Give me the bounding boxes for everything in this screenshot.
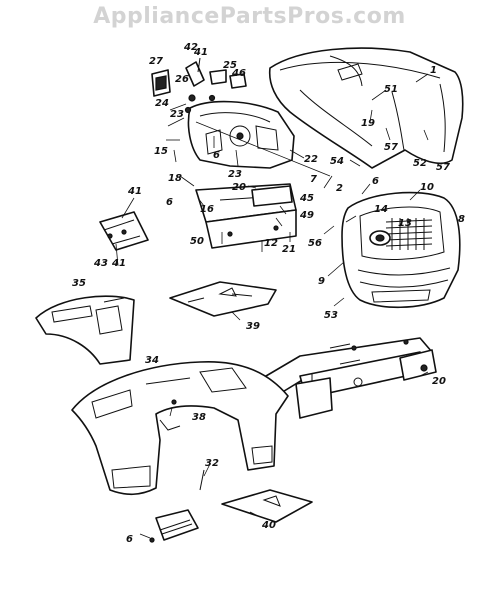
callout-40: 40 [261, 520, 276, 531]
callout-56: 56 [308, 238, 322, 249]
callout-9: 9 [318, 276, 325, 287]
floor-panel-39-part [169, 281, 277, 317]
callout-51: 51 [384, 84, 398, 95]
callout-16: 16 [200, 204, 214, 215]
callout-26: 26 [175, 74, 189, 85]
side-bracket-part [99, 211, 149, 251]
callout-23: 23 [170, 109, 184, 120]
callout-18: 18 [168, 173, 182, 184]
callout-6: 6 [166, 197, 173, 208]
callout-14: 14 [374, 204, 388, 215]
callout-6: 6 [213, 150, 220, 161]
callout-57: 57 [384, 142, 398, 153]
mud-flap-part [149, 469, 205, 543]
callout-20: 20 [432, 376, 446, 387]
callout-12: 12 [264, 238, 278, 249]
callout-labels: 1 2 6 6 6 6 7 8 9 10 12 13 14 15 16 18 1… [72, 42, 465, 545]
callout-46: 46 [231, 68, 246, 79]
rear-fender-34-part [71, 361, 289, 496]
callout-35: 35 [72, 278, 86, 289]
callout-43: 43 [93, 258, 108, 269]
callout-21: 21 [282, 244, 296, 255]
callout-25: 25 [223, 60, 237, 71]
callout-34: 34 [145, 355, 159, 366]
callout-50: 50 [190, 236, 204, 247]
grille-part [341, 191, 461, 309]
hood-part [268, 47, 464, 169]
callout-2: 2 [336, 183, 343, 194]
callout-7: 7 [310, 174, 317, 185]
leader-lines [115, 73, 429, 539]
callout-38: 38 [192, 412, 206, 423]
callout-19: 19 [361, 118, 375, 129]
callout-54: 54 [330, 156, 344, 167]
rear-deck-35-part [35, 295, 135, 365]
callout-39: 39 [246, 321, 260, 332]
callout-49: 49 [299, 210, 314, 221]
callout-20: 20 [232, 182, 246, 193]
callout-42: 42 [183, 42, 198, 53]
chassis-frame-part [265, 337, 437, 419]
callout-6: 6 [126, 534, 133, 545]
callout-41: 41 [127, 186, 142, 197]
callout-23: 23 [228, 169, 242, 180]
callout-10: 10 [420, 182, 434, 193]
callout-41: 41 [193, 47, 208, 58]
dash-panel-part [187, 100, 331, 177]
bracket-assembly-part [195, 183, 297, 249]
floor-panel-40-part [221, 489, 313, 523]
callout-8: 8 [458, 214, 465, 225]
callout-15: 15 [154, 146, 168, 157]
callout-41: 41 [111, 258, 126, 269]
callout-1: 1 [430, 65, 437, 76]
callout-32: 32 [205, 458, 219, 469]
callout-13: 13 [398, 218, 412, 229]
callout-53: 53 [324, 310, 338, 321]
callout-52: 52 [413, 158, 427, 169]
small-top-parts [151, 57, 247, 114]
callout-6: 6 [372, 176, 379, 187]
callout-57: 57 [436, 162, 450, 173]
callout-45: 45 [299, 193, 314, 204]
callout-27: 27 [149, 56, 163, 67]
callout-24: 24 [155, 98, 169, 109]
watermark: AppliancePartsPros.com [93, 4, 406, 29]
callout-22: 22 [304, 154, 318, 165]
